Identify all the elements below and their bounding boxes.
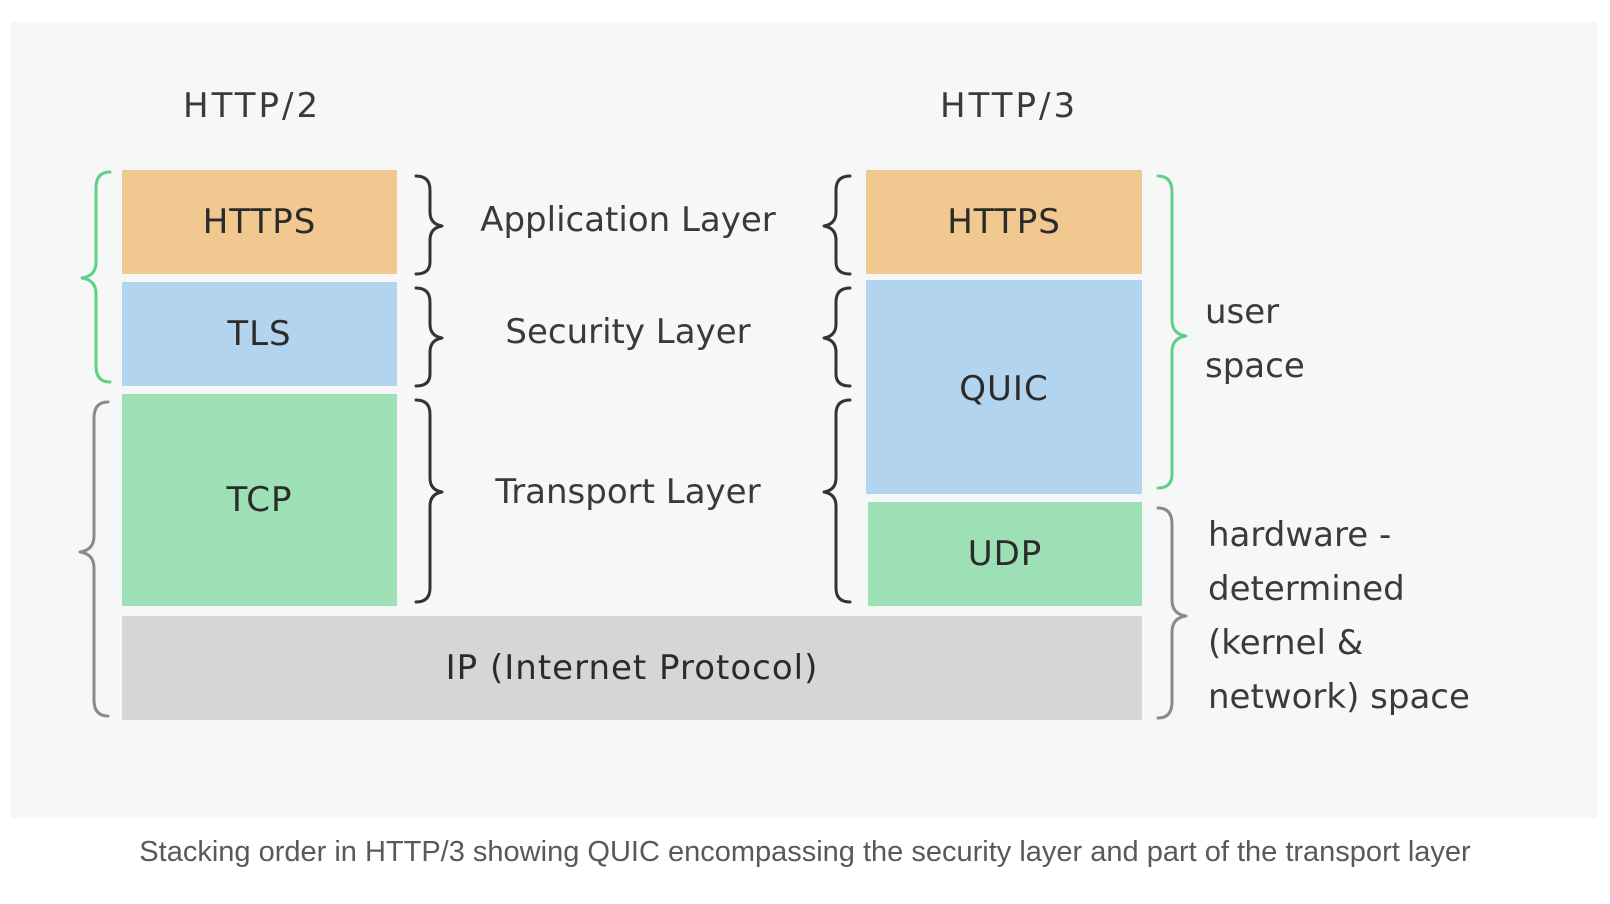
hardware-space-line-1: hardware - [1208,515,1392,555]
http2-application-brace [414,174,444,276]
http2-hardware-space-brace [78,400,110,718]
http3-application-brace [822,174,852,276]
security-layer-label: Security Layer [505,312,751,352]
http3-https-block: HTTPS [866,170,1142,274]
application-layer-label: Application Layer [480,200,776,240]
hardware-space-line-4: network) space [1208,677,1470,717]
http3-udp-block: UDP [868,502,1142,606]
http2-tls-block: TLS [122,282,397,386]
hardware-space-line-3: (kernel & [1208,623,1364,663]
http3-transport-brace [822,398,852,604]
http2-tcp-block: TCP [122,394,397,606]
hardware-space-line-2: determined [1208,569,1405,609]
http2-heading: HTTP/2 [183,86,322,126]
http3-user-space-brace [1156,174,1188,490]
http3-security-brace [822,286,852,388]
user-space-label: user space [1205,285,1305,393]
transport-layer-label: Transport Layer [495,472,761,512]
http3-heading: HTTP/3 [940,86,1079,126]
ip-block: IP (Internet Protocol) [122,616,1142,720]
http2-transport-brace [414,398,444,604]
http2-https-block: HTTPS [122,170,397,274]
hardware-space-label: hardware - determined (kernel & network)… [1208,508,1470,724]
user-space-line-2: space [1205,346,1305,386]
http2-security-brace [414,286,444,388]
user-space-line-1: user [1205,292,1280,332]
http3-quic-block: QUIC [866,280,1142,494]
http3-hardware-space-brace [1156,506,1188,720]
figure-caption: Stacking order in HTTP/3 showing QUIC en… [139,836,1471,868]
http2-user-space-brace [80,170,112,384]
